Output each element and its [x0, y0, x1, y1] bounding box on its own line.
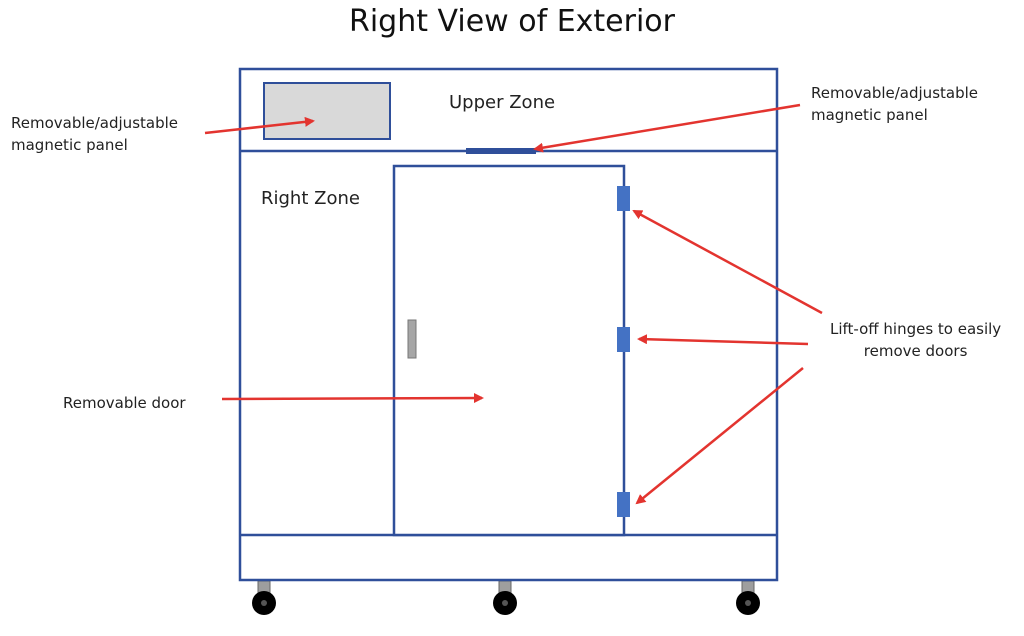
arrow-panel-right	[533, 103, 801, 153]
callout-hinges-line2: remove doors	[863, 342, 968, 360]
diagram-title: Right View of Exterior	[348, 4, 675, 39]
callout-panel-right: Removable/adjustable magnetic panel	[811, 82, 978, 126]
arrow-door	[221, 393, 484, 404]
arrow-panel-left	[204, 116, 315, 135]
callout-panel-left-line2: magnetic panel	[11, 136, 128, 154]
hinge-bottom	[617, 492, 630, 517]
upper-zone-label: Upper Zone	[449, 92, 556, 113]
hinge-top	[617, 186, 630, 211]
removable-door	[392, 164, 626, 537]
callout-door-text: Removable door	[63, 394, 186, 412]
door-handle	[407, 319, 417, 359]
callout-hinges-line1: Lift-off hinges to easily	[830, 320, 1002, 338]
arrow-hinge-middle	[637, 334, 809, 346]
callout-door: Removable door	[63, 392, 186, 414]
caster-right	[736, 580, 760, 615]
callout-panel-left: Removable/adjustable magnetic panel	[11, 112, 178, 156]
arrow-hinge-bottom	[635, 367, 804, 505]
caster-middle	[493, 580, 517, 615]
magnetic-panel-strip	[466, 148, 536, 154]
callout-panel-right-line2: magnetic panel	[811, 106, 928, 124]
callout-panel-right-line1: Removable/adjustable	[811, 84, 978, 102]
callout-hinges: Lift-off hinges to easily remove doors	[830, 318, 1001, 362]
magnetic-panel-left	[263, 82, 391, 140]
callout-panel-left-line1: Removable/adjustable	[11, 114, 178, 132]
hinge-middle	[617, 327, 630, 352]
arrow-hinge-top	[632, 209, 823, 315]
right-zone-label: Right Zone	[261, 188, 360, 209]
caster-left	[252, 580, 276, 615]
